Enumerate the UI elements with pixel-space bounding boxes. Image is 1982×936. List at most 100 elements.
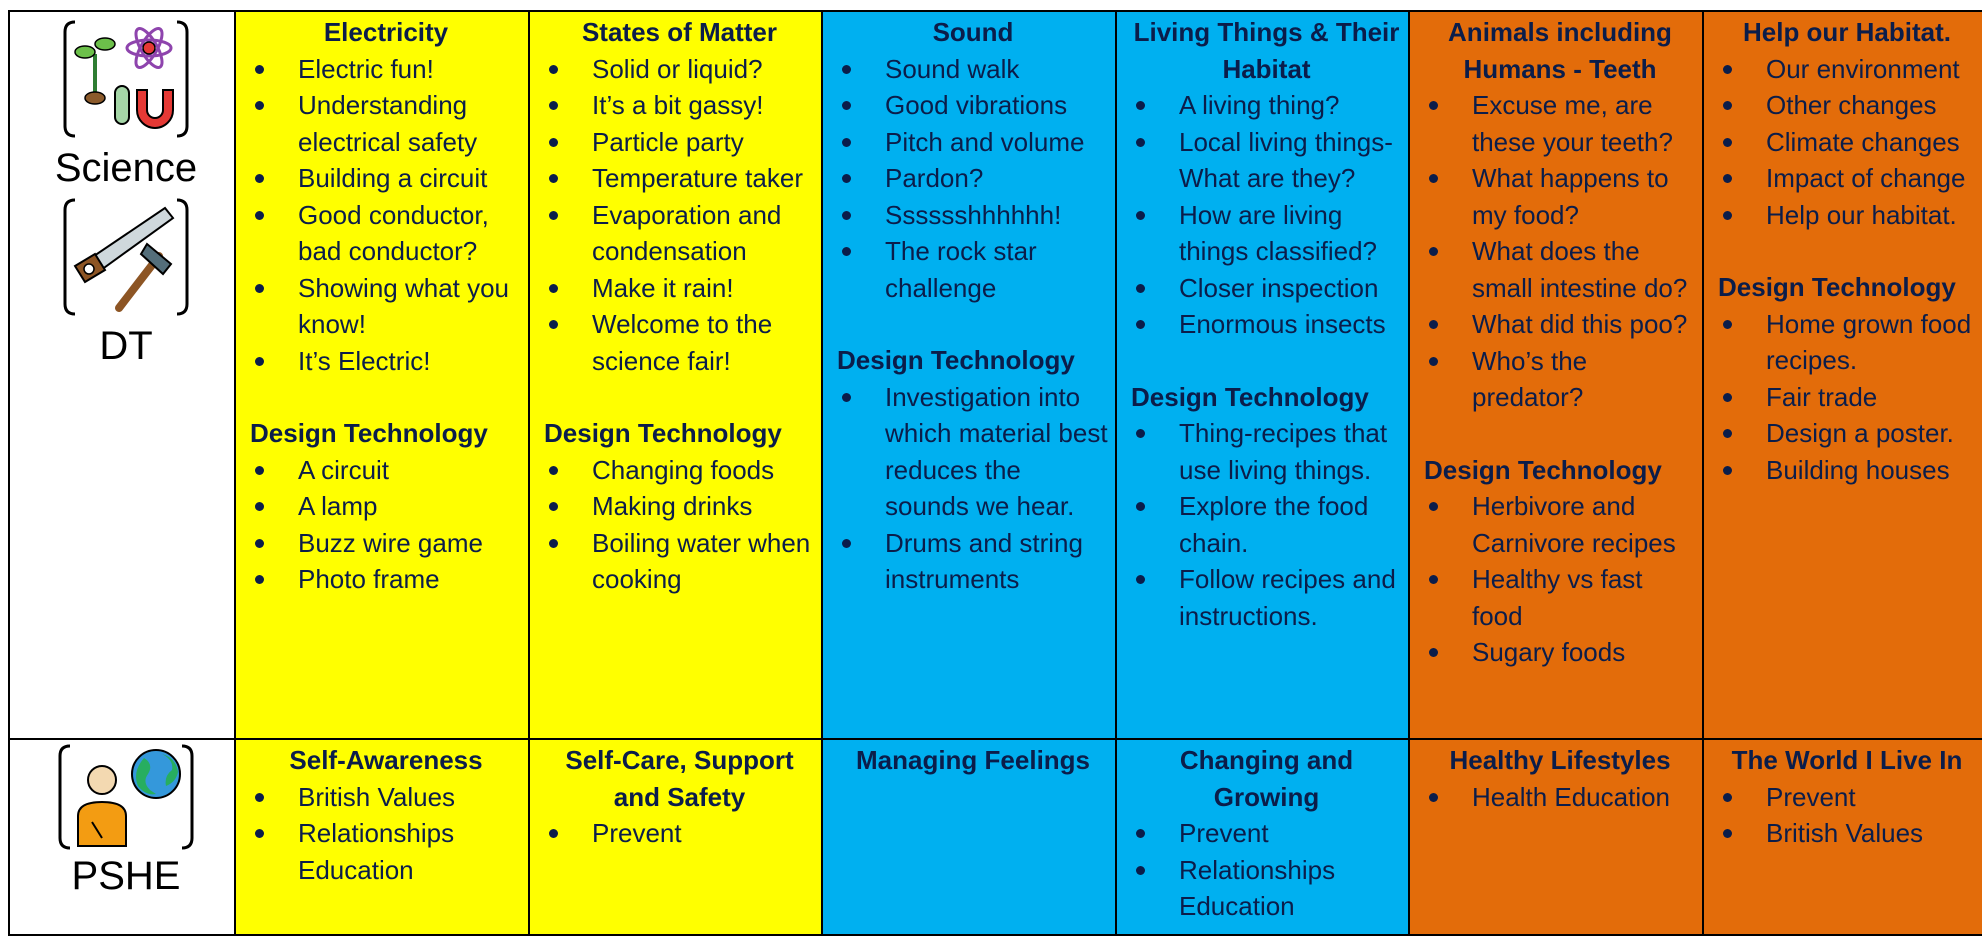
list-item: Make it rain! [544,270,815,307]
pshe-cell-managing-feelings: Managing Feelings [821,738,1117,936]
list-item: Climate changes [1718,124,1976,161]
pshe-cell-healthy-lifestyles: Healthy Lifestyles Health Education [1408,738,1704,936]
list-item: Sssssshhhhhh! [837,197,1109,234]
list-item: What did this poo? [1424,306,1696,343]
list-item: Investigation into which material best r… [837,379,1109,525]
list-item: Pitch and volume [837,124,1109,161]
list-item: Other changes [1718,87,1976,124]
dt-label: DT [99,324,153,368]
pshe-cell-self-awareness: Self-Awareness British Values Relationsh… [234,738,530,936]
topic-title: The World I Live In [1731,745,1963,775]
dt-heading: Design Technology [837,345,1075,375]
list-item: Making drinks [544,488,815,525]
topic-list: Electric fun! Understanding electrical s… [250,51,522,380]
topic-list: British Values Relationships Education [250,779,522,889]
curriculum-table: Science DT Electricity Electric fun! Und… [8,10,1982,936]
list-item: Help our habitat. [1718,197,1976,234]
list-item: Temperature taker [544,160,815,197]
list-item: Evaporation and condensation [544,197,815,270]
topic-cell-states-of-matter: States of Matter Solid or liquid? It’s a… [528,10,823,740]
list-item: Prevent [1718,779,1976,816]
pshe-row: PSHE Self-Awareness British Values Relat… [8,738,1982,936]
list-item: Local living things-What are they? [1131,124,1402,197]
science-label: Science [54,146,198,190]
list-item: Enormous insects [1131,306,1402,343]
list-item: Design a poster. [1718,415,1976,452]
list-item: Pardon? [837,160,1109,197]
topic-title: Help our Habitat. [1742,17,1951,47]
science-symbol-icon [63,20,189,138]
topic-cell-sound: Sound Sound walk Good vibrations Pitch a… [821,10,1117,740]
topic-title: Self-Awareness [289,745,483,775]
topic-title: Electricity [323,17,449,47]
topic-cell-help-our-habitat: Help our Habitat. Our environment Other … [1702,10,1982,740]
list-item: British Values [250,779,522,816]
topic-title: Healthy Lifestyles [1449,745,1671,775]
dt-list: Investigation into which material best r… [837,379,1109,598]
science-dt-row: Science DT Electricity Electric fun! Und… [8,10,1982,740]
list-item: Good conductor, bad conductor? [250,197,522,270]
list-item: Showing what you know! [250,270,522,343]
dt-heading: Design Technology [1424,454,1662,485]
list-item: Fair trade [1718,379,1976,416]
topic-list: Prevent [544,815,815,852]
topic-title: Animals including Humans - Teeth [1448,17,1672,84]
list-item: Our environment [1718,51,1976,88]
topic-cell-electricity: Electricity Electric fun! Understanding … [234,10,530,740]
list-item: Buzz wire game [250,525,522,562]
topic-list: Health Education [1424,779,1696,816]
topic-cell-living-things: Living Things & Their Habitat A living t… [1115,10,1410,740]
dt-list: Herbivore and Carnivore recipes Healthy … [1424,488,1696,671]
topic-title: States of Matter [581,17,778,47]
list-item: Sound walk [837,51,1109,88]
list-item: A living thing? [1131,87,1402,124]
pshe-cell-world-i-live-in: The World I Live In Prevent British Valu… [1702,738,1982,936]
topic-list: Prevent Relationships Education [1131,815,1402,925]
list-item: Relationships Education [250,815,522,888]
list-item: It’s a bit gassy! [544,87,815,124]
dt-heading: Design Technology [1718,272,1956,302]
dt-list: Home grown food recipes. Fair trade Desi… [1718,306,1976,489]
list-item: Closer inspection [1131,270,1402,307]
list-item: Thing-recipes that use living things. [1131,415,1402,488]
list-item: What does the small intestine do? [1424,233,1696,306]
list-item: Particle party [544,124,815,161]
list-item: Home grown food recipes. [1718,306,1976,379]
pshe-label: PSHE [71,854,181,898]
pshe-cell-self-care: Self-Care, Support and Safety Prevent [528,738,823,936]
topic-title: Living Things & Their Habitat [1133,17,1400,84]
list-item: Drums and string instruments [837,525,1109,598]
list-item: Boiling water when cooking [544,525,815,598]
topic-list: A living thing? Local living things-What… [1131,87,1402,343]
list-item: Explore the food chain. [1131,488,1402,561]
list-item: Relationships Education [1131,852,1402,925]
dt-list: A circuit A lamp Buzz wire game Photo fr… [250,452,522,598]
dt-heading: Design Technology [544,418,782,448]
topic-list: Prevent British Values [1718,779,1976,852]
list-item: Building houses [1718,452,1976,489]
list-item: Prevent [544,815,815,852]
dt-list: Changing foods Making drinks Boiling wat… [544,452,815,598]
topic-title: Sound [932,17,1014,47]
list-item: Excuse me, are these your teeth? [1424,87,1696,160]
list-item: Who’s the predator? [1424,343,1696,416]
list-item: What happens to my food? [1424,160,1696,233]
list-item: Healthy vs fast food [1424,561,1696,634]
topic-title: Managing Feelings [855,745,1091,775]
pshe-cell-changing-growing: Changing and Growing Prevent Relationshi… [1115,738,1410,936]
list-item: A circuit [250,452,522,489]
list-item: Changing foods [544,452,815,489]
list-item: Solid or liquid? [544,51,815,88]
dt-list: Thing-recipes that use living things. Ex… [1131,415,1402,634]
list-item: How are living things classified? [1131,197,1402,270]
list-item: Follow recipes and instructions. [1131,561,1402,634]
list-item: Building a circuit [250,160,522,197]
dt-heading: Design Technology [250,418,488,448]
topic-title: Self-Care, Support and Safety [565,745,794,812]
topic-cell-animals-teeth: Animals including Humans - Teeth Excuse … [1408,10,1704,740]
topic-list: Excuse me, are these your teeth? What ha… [1424,87,1696,416]
list-item: Sugary foods [1424,634,1696,671]
dt-heading: Design Technology [1131,381,1369,412]
topic-list: Our environment Other changes Climate ch… [1718,51,1976,234]
list-item: Herbivore and Carnivore recipes [1424,488,1696,561]
